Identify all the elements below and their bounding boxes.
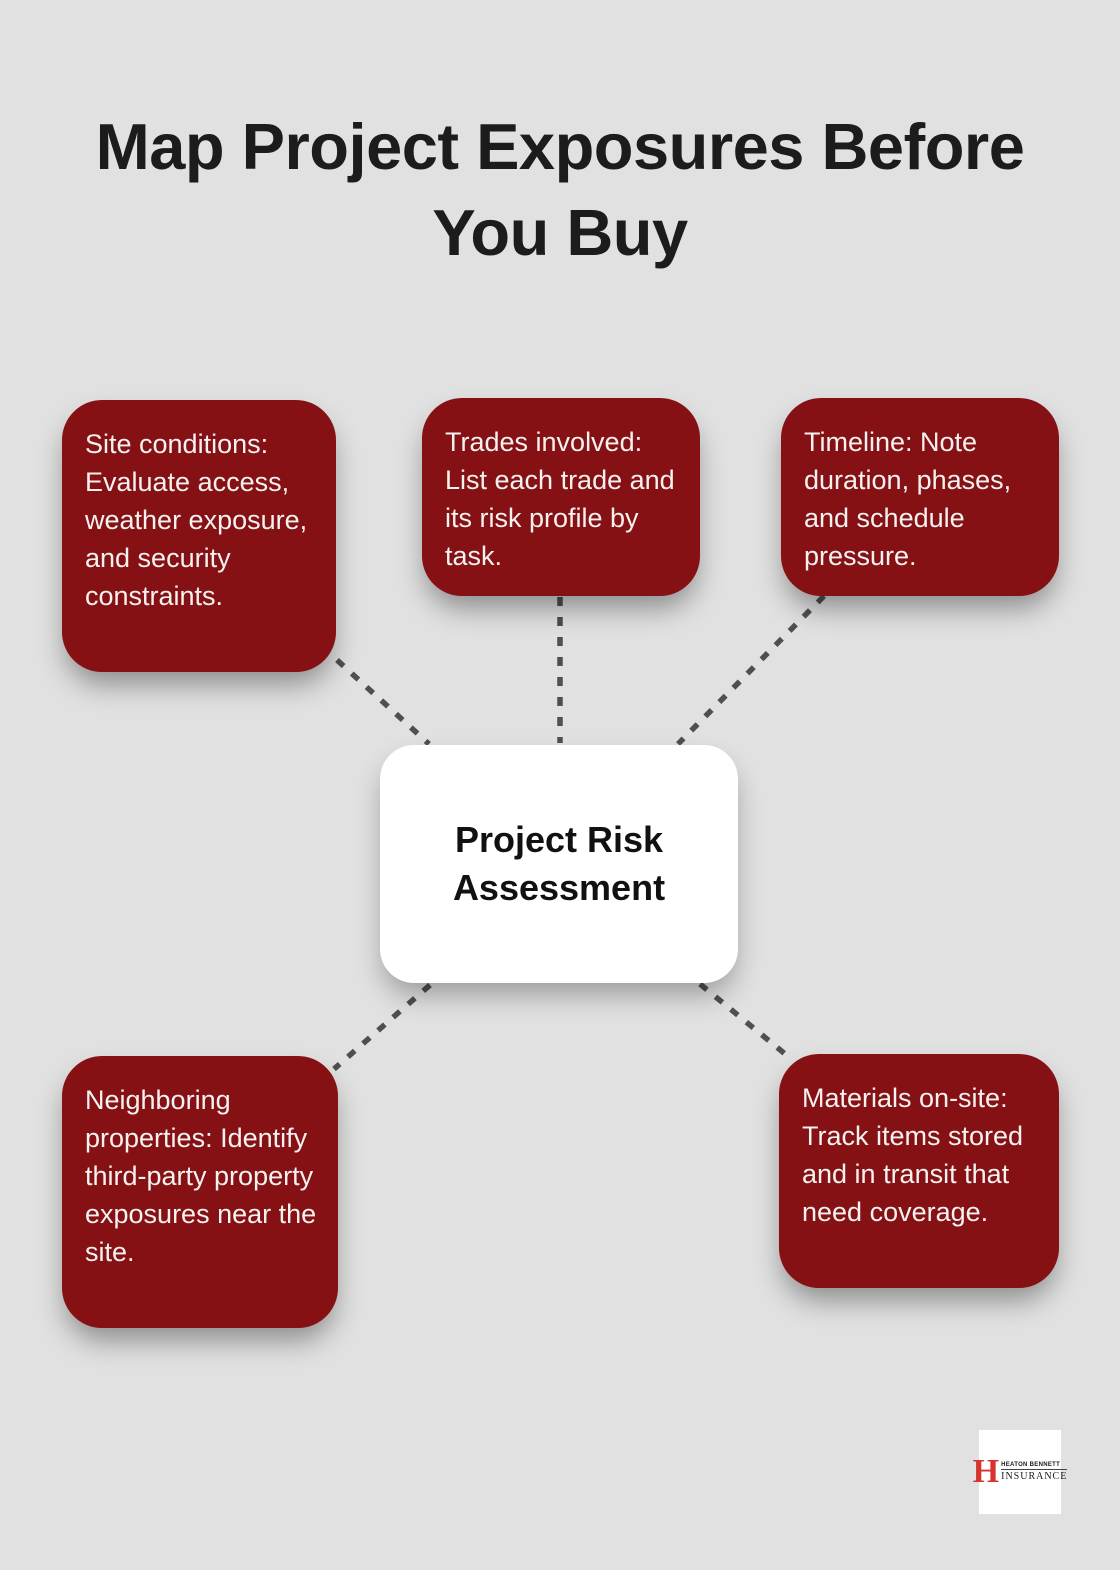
node-trades-involved-text: Trades involved: List each trade and its… bbox=[445, 427, 675, 571]
central-node-label: Project Risk Assessment bbox=[452, 819, 666, 908]
page-title: Map Project Exposures Before You Buy bbox=[95, 110, 1025, 269]
connector-materials-on-site bbox=[698, 981, 792, 1061]
node-site-conditions: Site conditions: Evaluate access, weathe… bbox=[62, 400, 336, 672]
node-materials-on-site: Materials on-site: Track items stored an… bbox=[779, 1054, 1059, 1288]
logo-text-block: HEATON BENNETT INSURANCE bbox=[1001, 1462, 1068, 1482]
node-timeline: Timeline: Note duration, phases, and sch… bbox=[781, 398, 1059, 596]
node-trades-involved: Trades involved: List each trade and its… bbox=[422, 398, 700, 596]
connector-timeline bbox=[676, 594, 826, 746]
brand-logo: H HEATON BENNETT INSURANCE bbox=[973, 1430, 1068, 1514]
connector-site-conditions bbox=[335, 657, 431, 747]
node-materials-on-site-text: Materials on-site: Track items stored an… bbox=[802, 1083, 1024, 1227]
node-timeline-text: Timeline: Note duration, phases, and sch… bbox=[804, 427, 1012, 571]
node-neighboring-properties: Neighboring properties: Identify third-p… bbox=[62, 1056, 338, 1328]
logo-company-name: HEATON BENNETT bbox=[1001, 1462, 1068, 1470]
node-site-conditions-text: Site conditions: Evaluate access, weathe… bbox=[85, 429, 308, 611]
logo-company-type: INSURANCE bbox=[1001, 1471, 1068, 1482]
central-node: Project Risk Assessment bbox=[380, 745, 738, 983]
connector-neighboring-properties bbox=[332, 982, 432, 1072]
node-neighboring-properties-text: Neighboring properties: Identify third-p… bbox=[85, 1085, 317, 1267]
logo-h-monogram: H bbox=[972, 1453, 1000, 1490]
